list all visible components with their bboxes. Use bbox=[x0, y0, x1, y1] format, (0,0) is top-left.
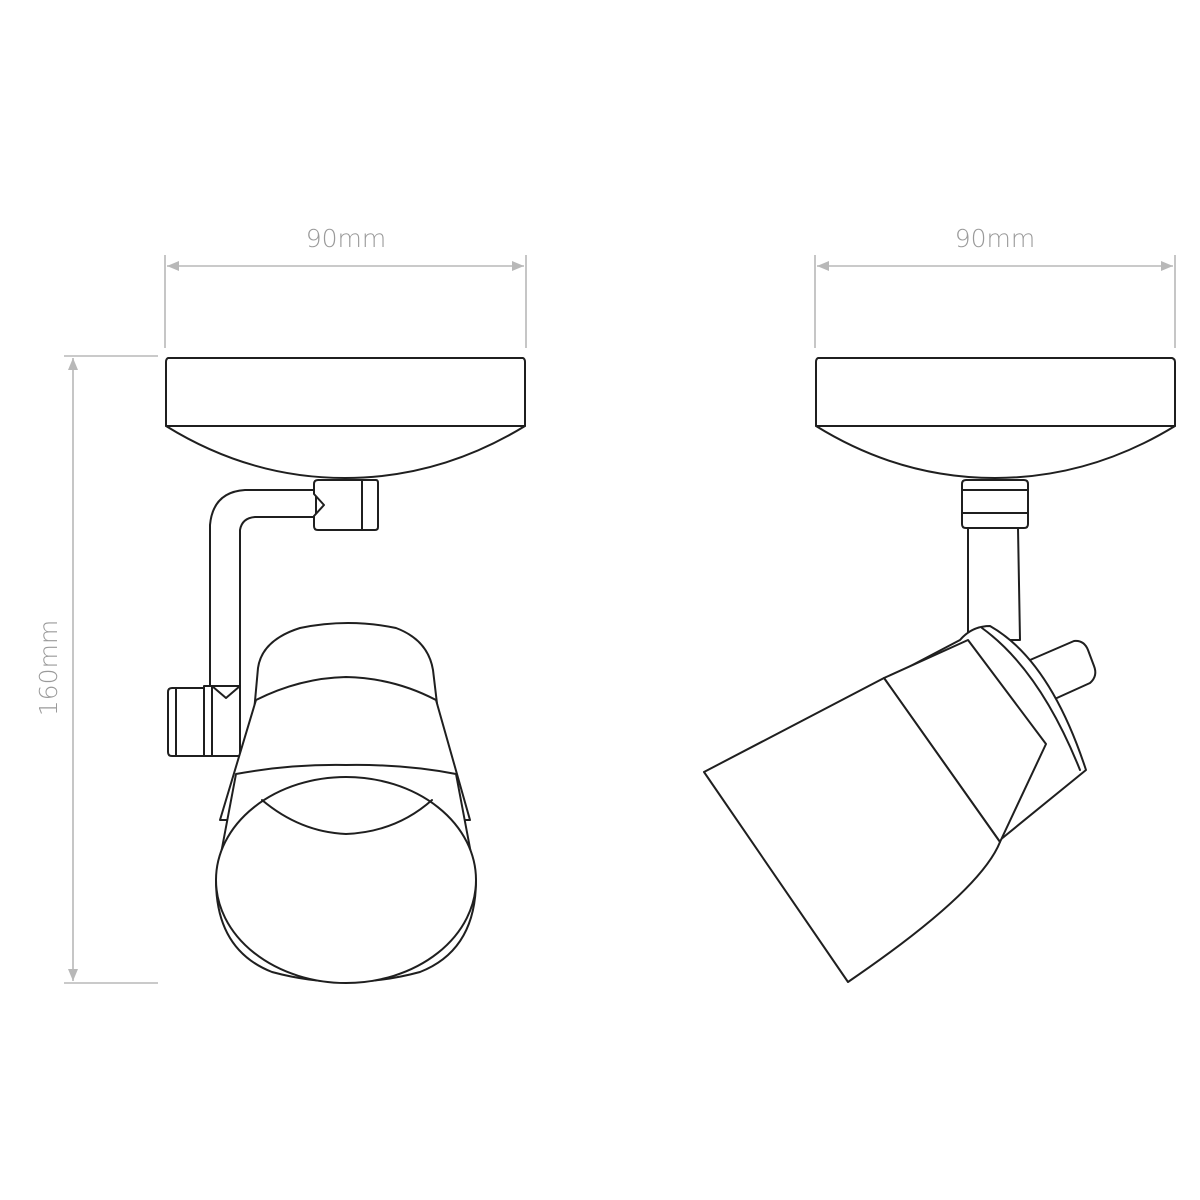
side-width-label: 90mm bbox=[955, 224, 1036, 253]
side-ceiling-dome bbox=[815, 425, 1176, 479]
front-width-arrow-left bbox=[167, 261, 179, 271]
side-stem bbox=[967, 527, 1021, 641]
side-view-lamp bbox=[703, 357, 1176, 983]
front-collar-notch bbox=[211, 685, 241, 699]
front-knob-collar bbox=[203, 685, 241, 757]
front-width-dimension: 90mm bbox=[164, 224, 527, 348]
side-cap-rim bbox=[981, 627, 1081, 771]
height-dimension: 160mm bbox=[34, 355, 158, 984]
side-swivel-knuckle bbox=[961, 479, 1029, 529]
side-width-arrow-left bbox=[817, 261, 829, 271]
front-shade-opening bbox=[215, 776, 477, 984]
side-width-dimension: 90mm bbox=[814, 224, 1176, 348]
height-label: 160mm bbox=[34, 620, 63, 716]
front-ceiling-dome bbox=[165, 425, 526, 479]
front-swivel-knuckle bbox=[313, 479, 379, 531]
front-view-lamp bbox=[165, 357, 526, 984]
side-width-arrow-right bbox=[1161, 261, 1173, 271]
height-arrow-bottom bbox=[68, 969, 78, 981]
height-arrow-top bbox=[68, 358, 78, 370]
front-ceiling-plate bbox=[165, 357, 526, 427]
front-side-knob bbox=[167, 687, 205, 757]
side-lamp-shade bbox=[703, 677, 1001, 983]
side-ceiling-plate bbox=[815, 357, 1176, 427]
front-width-label: 90mm bbox=[306, 224, 387, 253]
front-width-arrow-right bbox=[512, 261, 524, 271]
front-inner-reflector bbox=[261, 799, 433, 835]
